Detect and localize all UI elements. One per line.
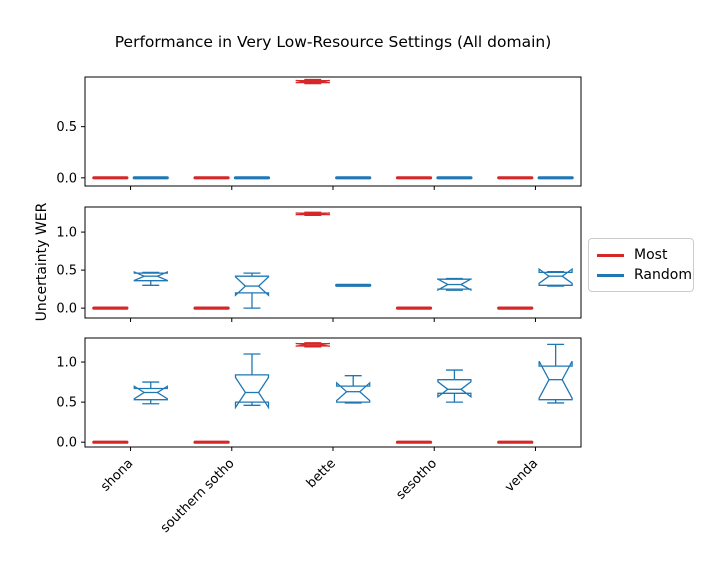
x-tick-label-shona: shona <box>98 456 136 494</box>
box-most-bette-middle <box>295 212 330 216</box>
random-line-swatch <box>597 273 624 277</box>
box-random-venda-middle <box>538 267 573 286</box>
box-most-bette-top <box>295 79 330 84</box>
y-axis-label: Uncertainty WER <box>34 202 50 322</box>
y-tick-label: 1.0 <box>56 356 77 371</box>
legend-item-random: Random <box>597 265 692 285</box>
chart-title: Performance in Very Low-Resource Setting… <box>114 33 552 51</box>
y-tick-label: 0.0 <box>56 436 77 451</box>
box-random-shona-middle <box>133 271 168 282</box>
y-tick-label: 0.5 <box>56 264 77 279</box>
box-random-sesotho-bottom <box>437 379 472 399</box>
y-tick-label: 0.5 <box>56 120 77 135</box>
legend-label-random: Random <box>634 267 692 283</box>
box-most-bette-bottom <box>295 342 330 347</box>
box-random-venda-bottom <box>538 360 573 401</box>
y-tick-label: 0.5 <box>56 396 77 411</box>
box-random-sesotho-middle <box>437 278 472 292</box>
box-random-shona-bottom <box>133 385 168 401</box>
most-line-swatch <box>597 253 624 257</box>
legend: Most Random <box>588 238 694 292</box>
y-tick-label: 0.0 <box>56 171 77 186</box>
y-tick-label: 0.0 <box>56 302 77 317</box>
legend-item-most: Most <box>597 245 685 265</box>
subplot-middle-frame <box>84 206 582 319</box>
box-random-southern-sotho-bottom <box>234 374 270 410</box>
x-tick-label-venda: venda <box>502 456 541 495</box>
box-random-southern-sotho-middle <box>234 275 270 297</box>
x-tick-label-southern-sotho: southern sotho <box>158 456 238 536</box>
subplot-top-frame <box>84 76 582 187</box>
legend-label-most: Most <box>634 247 668 263</box>
box-random-bette-bottom <box>336 381 371 403</box>
x-tick-label-bette: bette <box>304 456 339 491</box>
y-tick-label: 1.0 <box>56 226 77 241</box>
x-tick-label-sesotho: sesotho <box>394 456 441 503</box>
subplot-bottom-frame <box>84 337 582 448</box>
